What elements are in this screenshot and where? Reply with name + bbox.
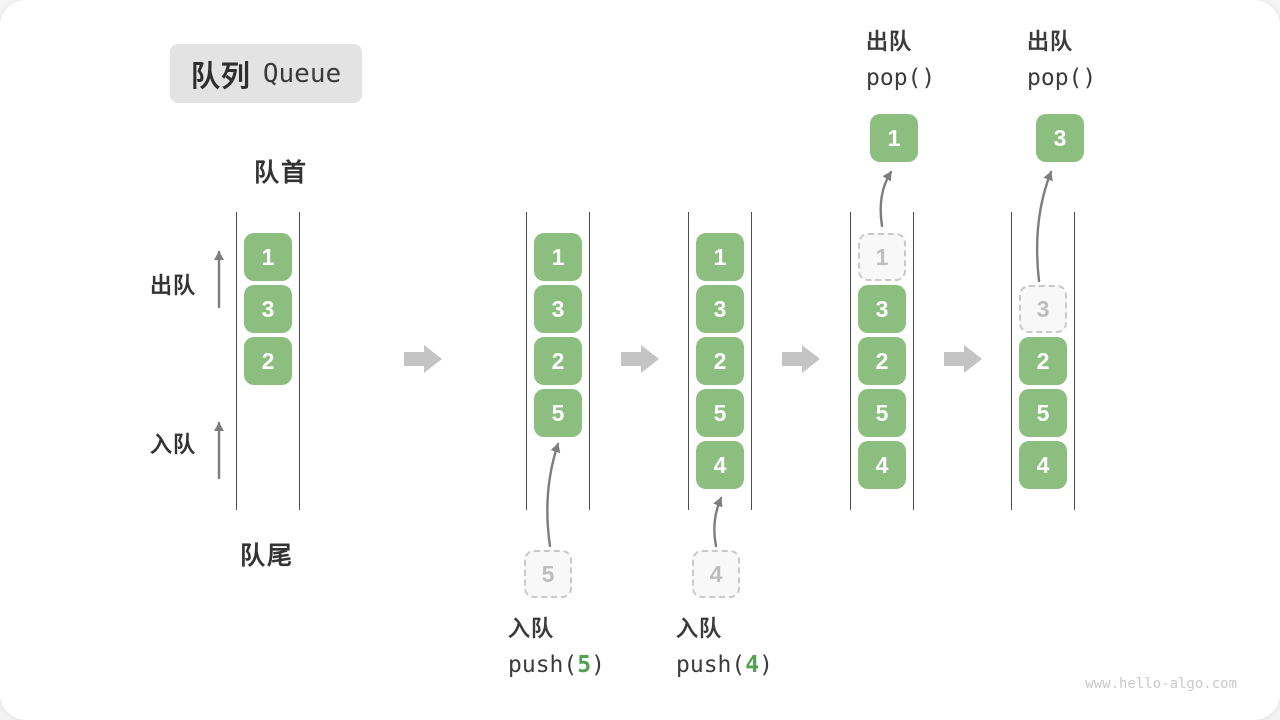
label-dequeue: 出队 xyxy=(150,273,197,298)
queue-item: 2 xyxy=(696,337,744,385)
label-enqueue: 入队 xyxy=(150,432,197,457)
queue-wall-right xyxy=(298,212,301,510)
popped-item: 1 xyxy=(870,114,918,162)
queue-item: 3 xyxy=(858,285,906,333)
queue-item: 1 xyxy=(696,233,744,281)
op-label-zh: 入队 xyxy=(508,616,555,641)
queue-item: 2 xyxy=(534,337,582,385)
op-label: 入队 push(5) xyxy=(508,616,605,679)
label-queue-front: 队首 xyxy=(253,159,308,187)
push-4-arrow-icon xyxy=(713,496,723,548)
queue-item: 3 xyxy=(534,285,582,333)
queue-item: 2 xyxy=(244,337,292,385)
queue-wall-left xyxy=(849,212,852,510)
push-5-arrow-icon xyxy=(546,442,561,548)
pop-3-arrow-icon xyxy=(1035,170,1053,283)
popped-item: 3 xyxy=(1036,114,1084,162)
queue-item: 4 xyxy=(1019,441,1067,489)
op-label-code: push(4) xyxy=(676,652,773,678)
label-queue-rear: 队尾 xyxy=(239,542,294,570)
staged-item: 5 xyxy=(524,550,572,598)
pop-1-arrow-icon xyxy=(879,170,893,228)
op-label: 入队 push(4) xyxy=(676,616,773,679)
queue-item: 1 xyxy=(534,233,582,281)
figure-title-en: Queue xyxy=(262,58,342,89)
op-label-code: pop() xyxy=(866,65,936,91)
queue-item: 5 xyxy=(858,389,906,437)
op-label-zh: 入队 xyxy=(676,616,723,641)
watermark: www.hello-algo.com xyxy=(1085,676,1237,692)
queue-wall-left xyxy=(687,212,690,510)
staged-item: 4 xyxy=(692,550,740,598)
queue-item: 5 xyxy=(1019,389,1067,437)
queue-wall-left xyxy=(525,212,528,510)
op-label: 出队 pop() xyxy=(866,29,935,92)
queue-item: 4 xyxy=(696,441,744,489)
op-label-code: pop() xyxy=(1027,65,1097,91)
queue-wall-right xyxy=(588,212,591,510)
queue-wall-right xyxy=(912,212,915,510)
op-label-code: push(5) xyxy=(508,652,605,678)
queue-wall-left xyxy=(1010,212,1013,510)
queue-item-ghost: 1 xyxy=(858,233,906,281)
queue-wall-right xyxy=(1073,212,1076,510)
queue-item: 3 xyxy=(696,285,744,333)
queue-item-ghost: 3 xyxy=(1019,285,1067,333)
op-label-zh: 出队 xyxy=(1027,29,1074,54)
queue-item: 1 xyxy=(244,233,292,281)
queue-item: 3 xyxy=(244,285,292,333)
figure-title-zh: 队列 xyxy=(190,60,251,93)
queue-item: 2 xyxy=(1019,337,1067,385)
op-label-zh: 出队 xyxy=(866,29,913,54)
queue-wall-left xyxy=(235,212,238,510)
queue-item: 2 xyxy=(858,337,906,385)
figure-title: 队列 Queue xyxy=(170,44,362,103)
queue-wall-right xyxy=(750,212,753,510)
queue-item: 5 xyxy=(696,389,744,437)
queue-item: 4 xyxy=(858,441,906,489)
op-label: 出队 pop() xyxy=(1027,29,1096,92)
queue-item: 5 xyxy=(534,389,582,437)
